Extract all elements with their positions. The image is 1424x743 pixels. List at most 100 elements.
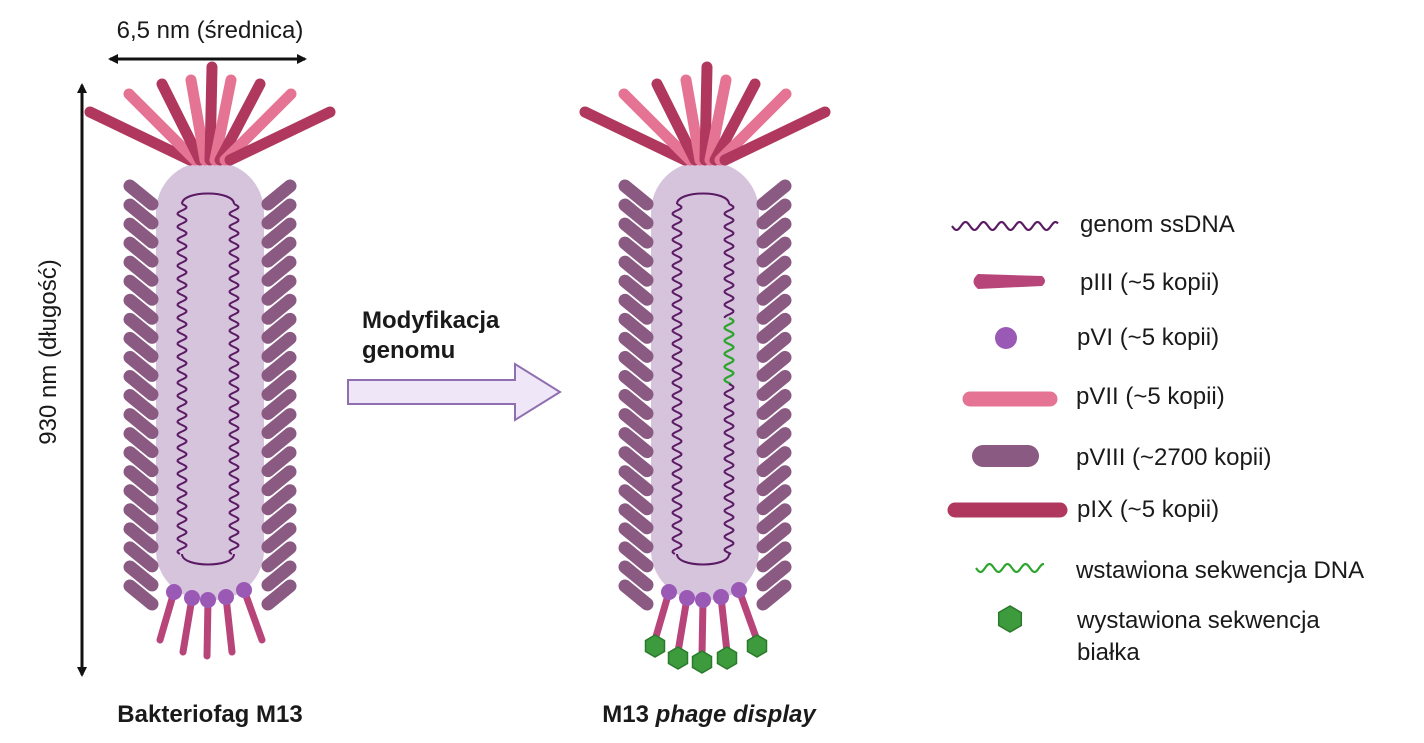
displayed-protein-icon (691, 650, 713, 674)
pviii-protein-icon (618, 369, 654, 401)
pviii-protein-icon (756, 312, 792, 344)
block-arrow-icon (347, 362, 562, 422)
pviii-protein-icon (756, 331, 792, 363)
pix-protein-icon (224, 106, 336, 166)
arrow-label-line2: genomu (362, 337, 455, 364)
pviii-protein-icon (123, 179, 159, 211)
piii-protein-icon (203, 596, 212, 660)
pviii-protein-icon (261, 369, 297, 401)
pvi-protein-icon (731, 582, 747, 598)
piii-protein-icon (717, 593, 731, 656)
pviii-protein-icon (756, 350, 792, 382)
modification-arrow: Modyfikacja genomu (347, 307, 562, 422)
pviii-protein-icon (756, 274, 792, 306)
pviii-protein-icon (261, 389, 297, 421)
pviii-protein-icon (618, 465, 654, 497)
pviii-protein-icon (618, 293, 654, 325)
pviii-protein-icon (756, 484, 792, 516)
right-phage-title: M13 phage display (602, 701, 817, 728)
legend-label-displayed-1: wystawiona sekwencja (1076, 607, 1320, 634)
legend-item-pvii: pVII (~5 kopii) (962, 383, 1225, 410)
pviii-protein-icon (756, 446, 792, 478)
ssdna-genome (181, 553, 235, 566)
pviii-protein-icon (261, 331, 297, 363)
pvi-protein-icon (218, 589, 234, 605)
pviii-protein-icon (756, 255, 792, 287)
pviii-protein-icon (261, 579, 297, 611)
pviii-protein-icon (261, 427, 297, 459)
pvii-protein-icon (209, 74, 237, 166)
pviii-protein-icon (618, 446, 654, 478)
pviii-protein-icon (261, 408, 297, 440)
ssdna-wave-icon (951, 220, 1059, 232)
pvii-protein-icon (219, 88, 297, 166)
pviii-protein-icon (123, 446, 159, 478)
pviii-protein-icon (618, 408, 654, 440)
pviii-protein-icon (123, 312, 159, 344)
ssdna-genome (228, 203, 240, 555)
pvi-protein-icon (713, 589, 729, 605)
pviii-protein-icon (123, 293, 159, 325)
pviii-protein-icon (123, 198, 159, 230)
pviii-protein-icon (261, 217, 297, 249)
diameter-dimension: 6,5 nm (średnica) (108, 17, 307, 64)
pviii-protein-icon (261, 236, 297, 268)
pix-protein-icon (651, 78, 701, 166)
pviii-protein-icon (123, 408, 159, 440)
pviii-protein-icon (123, 465, 159, 497)
piii-protein-icon (222, 593, 236, 656)
legend-label-piii: pIII (~5 kopii) (1080, 269, 1219, 296)
left-phage-title: Bakteriofag M13 (117, 701, 302, 728)
ssdna-genome (723, 383, 735, 555)
pviii-protein-icon (618, 541, 654, 573)
pviii-protein-icon (618, 198, 654, 230)
pvi-protein-icon (236, 582, 252, 598)
pviii-protein-icon (261, 503, 297, 535)
legend: genom ssDNA pIII (~5 kopii) pVI (~5 kopi… (947, 211, 1364, 666)
pix-protein-icon (204, 61, 218, 166)
pvii-protein-icon (185, 74, 211, 166)
pviii-protein-icon (123, 560, 159, 592)
pviii-protein-icon (261, 350, 297, 382)
pvii-protein-icon (618, 88, 696, 166)
pviii-protein-icon (756, 389, 792, 421)
pvii-protein-icon (704, 74, 732, 166)
piii-protein-icon (179, 594, 196, 656)
legend-label-displayed-2: białka (1077, 639, 1140, 666)
piii-protein-icon (735, 586, 761, 644)
pviii-protein-icon (618, 427, 654, 459)
pviii-protein-icon (123, 274, 159, 306)
pviii-protein-icon (123, 484, 159, 516)
arrow-label-line1: Modyfikacja (362, 307, 500, 334)
pviii-protein-icon (261, 293, 297, 325)
inserted-dna-sequence (723, 317, 735, 385)
pviii-protein-icon (261, 560, 297, 592)
displayed-protein-icon (667, 646, 689, 670)
pviii-protein-icon (618, 389, 654, 421)
legend-item-ssdna: genom ssDNA (951, 211, 1235, 238)
pviii-protein-icon (756, 503, 792, 535)
pviii-protein-icon (618, 236, 654, 268)
pviii-protein-icon (123, 217, 159, 249)
piii-protein-icon (651, 588, 673, 644)
pvi-protein-icon (661, 584, 677, 600)
pviii-protein-icon (123, 541, 159, 573)
pvi-protein-icon (166, 584, 182, 600)
pviii-protein-icon (756, 465, 792, 497)
pviii-protein-icon (756, 408, 792, 440)
pviii-protein-icon (618, 560, 654, 592)
length-label: 930 nm (długość) (35, 259, 62, 444)
piii-protein-icon (973, 274, 1045, 289)
pviii-protein-icon (261, 465, 297, 497)
pviii-protein-icon (756, 522, 792, 554)
displayed-protein-icon (997, 605, 1023, 633)
piii-protein-icon (674, 594, 691, 656)
pviii-protein-icon (618, 331, 654, 363)
pviii-protein-icon (618, 274, 654, 306)
right-title-prefix: M13 (602, 701, 655, 728)
pix-protein-icon (156, 78, 206, 166)
pviii-protein-icon (756, 236, 792, 268)
pviii-protein-icon (756, 179, 792, 211)
pviii-protein-icon (756, 541, 792, 573)
pviii-protein-icon (618, 503, 654, 535)
